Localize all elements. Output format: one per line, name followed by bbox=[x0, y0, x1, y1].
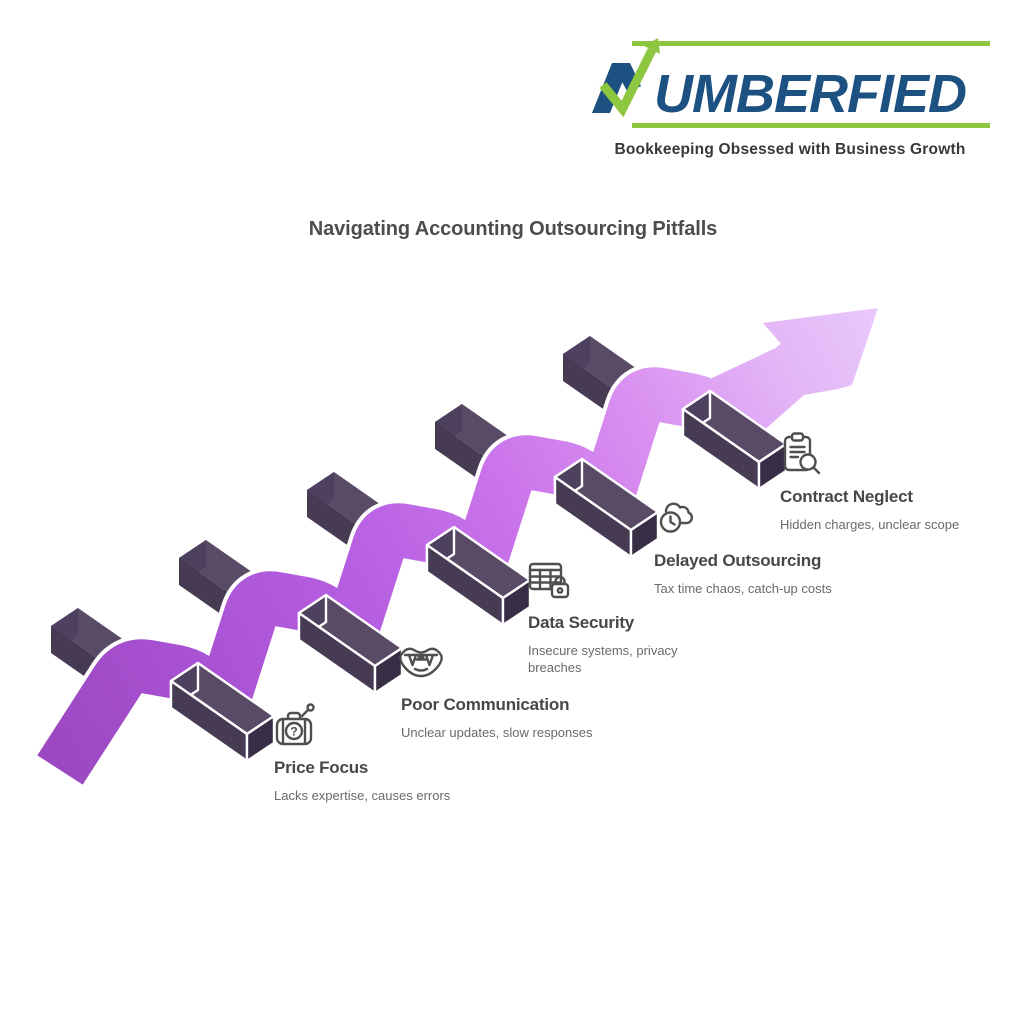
logo-bottom-rule bbox=[632, 123, 990, 128]
step-subtitle-delayed-outsourcing: Tax time chaos, catch-up costs bbox=[654, 581, 832, 596]
logo-growth-arrow-icon bbox=[599, 38, 660, 118]
table-lock-icon bbox=[528, 562, 570, 599]
step-title-poor-communication: Poor Communication bbox=[401, 695, 570, 714]
logo-wordmark: UMBERFIED bbox=[654, 64, 966, 124]
logo-tagline: Bookkeeping Obsessed with Business Growt… bbox=[614, 141, 966, 158]
step-title-delayed-outsourcing: Delayed Outsourcing bbox=[654, 551, 822, 570]
step-title-price-focus: Price Focus bbox=[274, 758, 369, 777]
clipboard-magnifier-icon bbox=[783, 432, 821, 475]
front-bar-1 bbox=[169, 661, 276, 763]
hurdle-front-bars bbox=[169, 389, 788, 763]
svg-text:?: ? bbox=[290, 725, 297, 739]
step-subtitle-data-security: Insecure systems, privacy breaches bbox=[528, 643, 678, 675]
front-bar-5 bbox=[681, 389, 788, 491]
step-title-data-security: Data Security bbox=[528, 613, 635, 632]
front-bar-4 bbox=[553, 457, 660, 559]
arrow-head bbox=[706, 308, 878, 412]
step-subtitle-poor-communication: Unclear updates, slow responses bbox=[401, 725, 593, 740]
mouth-fangs-icon bbox=[399, 647, 443, 678]
step-subtitle-contract-neglect: Hidden charges, unclear scope bbox=[780, 517, 960, 532]
numberfied-logo: UMBERFIED bbox=[592, 38, 990, 128]
page-title: Navigating Accounting Outsourcing Pitfal… bbox=[308, 218, 718, 240]
step-title-contract-neglect: Contract Neglect bbox=[780, 487, 913, 506]
step-subtitle-price-focus: Lacks expertise, causes errors bbox=[274, 788, 451, 803]
front-bar-2 bbox=[297, 593, 404, 695]
cloud-clock-icon bbox=[659, 502, 694, 533]
briefcase-question-icon: ? bbox=[275, 703, 315, 746]
logo-top-rule bbox=[632, 41, 990, 46]
